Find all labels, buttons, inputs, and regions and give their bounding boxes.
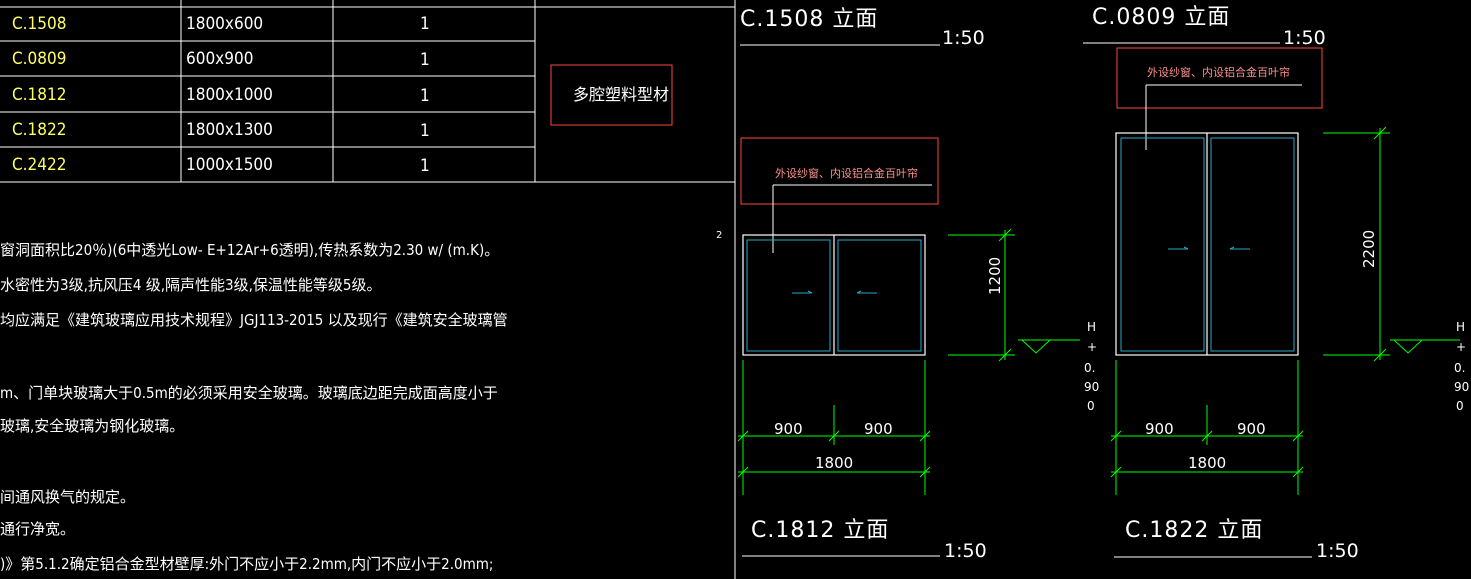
note-line: 水密性为3级,抗风压4 级,隔声性能3级,保温性能等级5级。 [0, 276, 382, 294]
note-line: 窗洞面积比20％)(6中透光Low- E+12Ar+6透明),传热系数为2.30… [0, 241, 500, 259]
window-a-width-total-label: 1800 [815, 454, 854, 472]
window-b-level-value: 0. [1454, 361, 1466, 375]
elevation-title-c0809: C.0809 立面 [1092, 5, 1231, 30]
window-b-note-box [1116, 47, 1323, 109]
window-a-level-plus: + [1087, 340, 1098, 354]
window-b-height-dimension [1323, 126, 1390, 362]
elevation-scale-c1812: 1:50 [944, 540, 987, 562]
window-a-annotation: 外设纱窗、内设铝合金百叶帘 [775, 167, 918, 180]
window-a-height-dimension [948, 228, 1015, 362]
schedule-table-grid [0, 0, 735, 183]
window-b-slide-arrow-right [1168, 246, 1189, 250]
window-a-level-value: 90 [1084, 380, 1100, 394]
table-row-size: 1800x600 [186, 14, 264, 34]
material-box [550, 64, 673, 126]
window-a-width-left-label: 900 [774, 420, 803, 438]
window-b-annotation: 外设纱窗、内设铝合金百叶帘 [1147, 66, 1290, 79]
window-b-level-value: 90 [1454, 380, 1470, 394]
window-a-level-value: 0. [1084, 361, 1096, 375]
window-b-level-symbol [1390, 339, 1460, 354]
elevation-scale-c1822: 1:50 [1316, 540, 1359, 562]
table-row-qty: 1 [420, 14, 430, 34]
window-a-width-right-label: 900 [864, 420, 893, 438]
window-a-glass-left [746, 239, 831, 352]
window-a-width-dimension [737, 360, 931, 495]
table-row-code: C.0809 [12, 49, 67, 69]
elevation-title-c1822: C.1822 立面 [1125, 518, 1264, 543]
note-line: 均应满足《建筑玻璃应用技术规程》JGJ113-2015 以及现行《建筑安全玻璃管 [0, 311, 508, 329]
table-row-qty: 1 [420, 50, 430, 70]
window-b-level-plus: + [1456, 340, 1467, 354]
note-line: 间通风换气的规定。 [0, 488, 136, 506]
window-a-level-h: H [1087, 320, 1097, 334]
table-row-code: C.1812 [12, 85, 67, 105]
elevation-title-c1812: C.1812 立面 [751, 518, 890, 543]
elevation-scale-c0809: 1:50 [1283, 27, 1326, 49]
window-a-slide-arrow-left [856, 290, 877, 294]
window-a-level-symbol [1018, 339, 1080, 354]
table-row-size: 600x900 [186, 49, 254, 69]
window-b-height-label: 2200 [1360, 229, 1378, 268]
window-b-level-value: 0 [1456, 399, 1464, 413]
page-marker: 2 [716, 230, 723, 241]
table-row-qty: 1 [420, 121, 430, 141]
window-b-width-right-label: 900 [1237, 420, 1266, 438]
table-row-qty: 1 [420, 86, 430, 106]
window-b-width-left-label: 900 [1145, 420, 1174, 438]
window-b-elevation [1110, 47, 1460, 495]
table-row-size: 1800x1000 [186, 85, 273, 105]
table-row-code: C.1508 [12, 14, 67, 34]
material-label: 多腔塑料型材 [573, 85, 670, 104]
note-line: 通行净宽。 [0, 520, 76, 538]
window-a-elevation [737, 137, 1080, 495]
window-b-slide-arrow-left [1229, 246, 1250, 250]
window-b-width-dimension [1110, 360, 1304, 495]
elevation-scale-c1508: 1:50 [942, 27, 985, 49]
window-a-note-box [740, 137, 939, 205]
window-b-glass-right [1210, 137, 1295, 352]
window-a-level-value: 0 [1087, 399, 1095, 413]
elevation-title-c1508: C.1508 立面 [740, 7, 879, 32]
window-b-level-h: H [1456, 320, 1466, 334]
window-a-glass-right [837, 239, 922, 352]
note-line: 玻璃,安全玻璃为钢化玻璃。 [0, 417, 185, 435]
note-line: )》第5.1.2确定铝合金型材壁厚:外门不应小于2.2mm,内门不应小于2.0m… [0, 555, 494, 573]
table-row-size: 1800x1300 [186, 120, 273, 140]
table-row-code: C.2422 [12, 155, 67, 175]
window-a-slide-arrow-right [792, 290, 813, 294]
table-row-qty: 1 [420, 156, 430, 176]
table-row-code: C.1822 [12, 120, 67, 140]
title-underlines [740, 42, 1312, 558]
note-line: m、门单块玻璃大于0.5m的必须采用安全玻璃。玻璃底边距完成面高度小于 [0, 384, 498, 402]
window-b-glass-left [1120, 137, 1205, 352]
window-b-width-total-label: 1800 [1188, 454, 1227, 472]
table-row-size: 1000x1500 [186, 155, 273, 175]
window-a-height-label: 1200 [986, 256, 1004, 295]
